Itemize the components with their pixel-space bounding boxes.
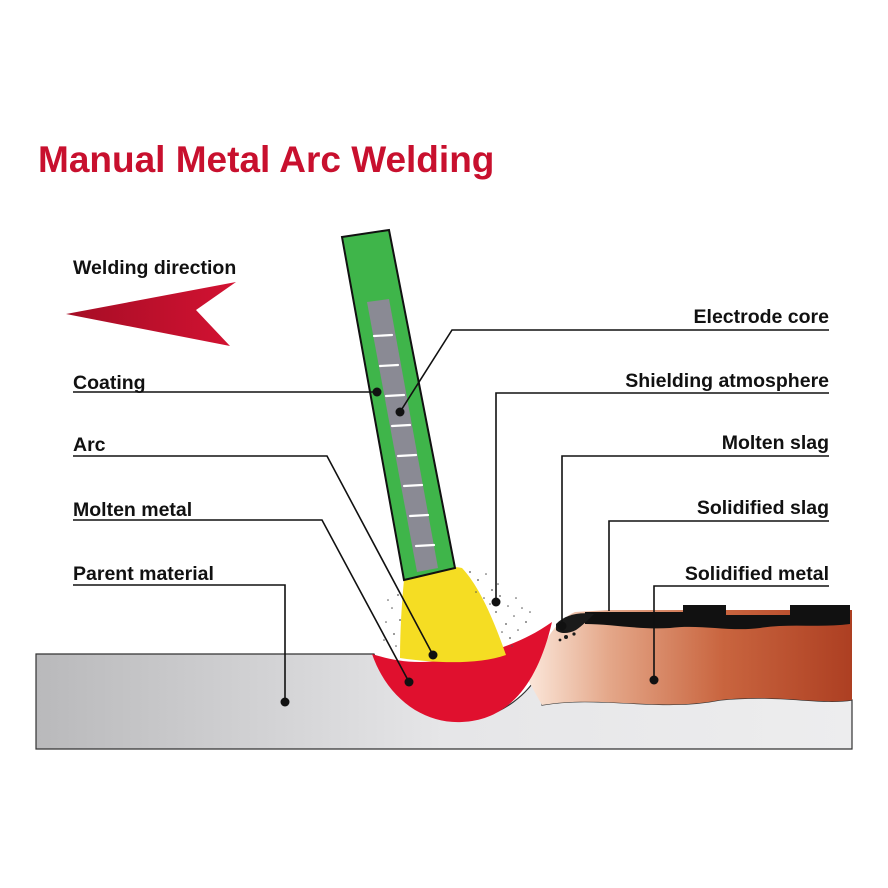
molten-slag-droplet bbox=[572, 632, 576, 636]
welding-direction-label: Welding direction bbox=[73, 257, 236, 279]
arc bbox=[400, 566, 506, 663]
shielding-atmosphere-particles bbox=[383, 571, 531, 647]
electrode-core bbox=[367, 299, 438, 572]
molten-metal-pool bbox=[372, 622, 552, 723]
leader-molten-slag bbox=[561, 455, 829, 626]
molten-slag-droplet bbox=[558, 638, 562, 642]
welding-direction-arrow-icon bbox=[66, 282, 236, 346]
solidified-slag bbox=[585, 605, 850, 630]
leader-parent-material bbox=[73, 584, 286, 702]
molten-slag-droplet bbox=[564, 635, 568, 639]
label-parent-material: Parent material bbox=[73, 563, 214, 585]
label-molten-slag: Molten slag bbox=[722, 432, 829, 454]
pointer-electrode-core bbox=[395, 407, 405, 417]
leader-arc bbox=[73, 455, 434, 656]
label-solidified-metal: Solidified metal bbox=[685, 563, 829, 585]
pointer-solidified-metal bbox=[649, 675, 659, 685]
label-solidified-slag: Solidified slag bbox=[697, 497, 829, 519]
pointer-parent-material bbox=[280, 697, 290, 707]
pointer-molten-slag bbox=[557, 621, 567, 631]
label-coating: Coating bbox=[73, 372, 146, 394]
leader-shielding-atmosphere bbox=[495, 392, 829, 602]
label-electrode-core: Electrode core bbox=[694, 306, 830, 328]
leader-solidified-metal bbox=[653, 585, 829, 680]
pointer-molten-metal bbox=[404, 677, 414, 687]
page-title: Manual Metal Arc Welding bbox=[38, 139, 494, 180]
leader-molten-metal bbox=[73, 519, 410, 683]
label-shielding-atmosphere: Shielding atmosphere bbox=[625, 370, 829, 392]
label-molten-metal: Molten metal bbox=[73, 499, 192, 521]
pointer-arc bbox=[428, 650, 438, 660]
pointer-shielding-atmosphere bbox=[491, 597, 501, 607]
solidified-metal bbox=[528, 610, 852, 705]
pointer-coating bbox=[372, 387, 382, 397]
leader-solidified-slag bbox=[608, 520, 829, 611]
leader-electrode-core bbox=[399, 329, 829, 413]
label-arc: Arc bbox=[73, 434, 106, 456]
electrode-core-highlights bbox=[372, 333, 436, 548]
